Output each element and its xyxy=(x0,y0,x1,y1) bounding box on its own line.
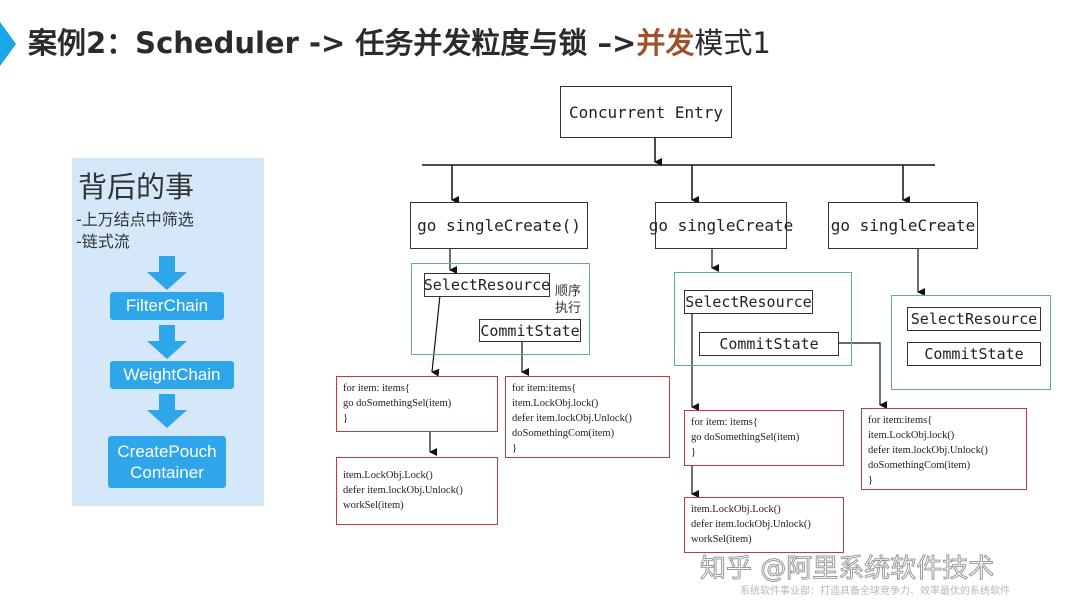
arrow-down-icon xyxy=(147,325,187,359)
arrow-down-icon xyxy=(147,394,187,428)
code-line: defer item.lockObj.Unlock() xyxy=(343,485,463,496)
code-line: workSel(item) xyxy=(343,500,404,511)
code-line: for item: items{ xyxy=(691,417,758,428)
create-box-3: go singleCreate xyxy=(828,202,978,249)
work-code-box-1: item.LockObj.Lock() defer item.lockObj.U… xyxy=(336,457,498,525)
code-line: for item:items{ xyxy=(868,415,933,426)
work-code-box-2: item.LockObj.Lock() defer item.lockObj.U… xyxy=(684,497,844,553)
code-line: defer item.lockObj.Unlock() xyxy=(691,519,811,530)
watermark-sub: 系统软件事业部：打造具备全球竞争力、效率最优的系统软件 xyxy=(740,586,1010,597)
code-line: workSel(item) xyxy=(691,534,752,545)
chain-step-weight: WeightChain xyxy=(110,361,234,389)
branch-2-group xyxy=(674,272,852,366)
branch-3-group xyxy=(891,295,1051,390)
code-line: go doSomethingSel(item) xyxy=(343,398,452,409)
loop-code-box-2: for item: items{ go doSomethingSel(item)… xyxy=(684,410,844,466)
title-main: 案例2：Scheduler -> 任务并发粒度与锁 –> xyxy=(28,26,637,60)
code-line: } xyxy=(691,447,697,458)
code-line: } xyxy=(343,413,349,424)
loop-code-box-1: for item: items{ go doSomethingSel(item)… xyxy=(336,376,498,432)
select-resource-box-2: SelectResource xyxy=(684,290,813,314)
commit-code-box-3: for item:items{ item.LockObj.lock() defe… xyxy=(861,408,1027,490)
create-box-2: go singleCreate xyxy=(649,202,793,249)
order-note-line-2: 执行 xyxy=(555,301,582,316)
order-note: 顺序 执行 xyxy=(555,283,581,317)
select-resource-box-3: SelectResource xyxy=(907,307,1041,331)
code-line: doSomethingCom(item) xyxy=(512,428,615,439)
panel-heading: 背后的事 xyxy=(78,170,195,204)
code-line: item.LockObj.lock() xyxy=(512,398,599,409)
code-line: doSomethingCom(item) xyxy=(868,460,971,471)
background-panel: 背后的事 -上万结点中筛选 -链式流 FilterChain WeightCha… xyxy=(72,158,264,506)
watermark-main: 知乎 @阿里系统软件技术 xyxy=(699,554,995,585)
panel-line-1: -上万结点中筛选 xyxy=(76,210,194,229)
select-resource-box-1: SelectResource xyxy=(424,273,550,297)
order-note-line-1: 顺序 xyxy=(555,284,582,299)
code-line: defer item.lockObj.Unlock() xyxy=(512,413,632,424)
title-tail: 模式1 xyxy=(694,26,771,60)
branch-1-group xyxy=(411,263,590,355)
arrow-down-icon xyxy=(147,256,187,290)
title-bar: 案例2：Scheduler -> 任务并发粒度与锁 –>并发模式1 xyxy=(0,0,1080,86)
chain-step-filter: FilterChain xyxy=(110,292,224,320)
code-line: } xyxy=(512,443,518,454)
code-line: for item: items{ xyxy=(343,383,410,394)
code-line: for item:items{ xyxy=(512,383,577,394)
slide-title: 案例2：Scheduler -> 任务并发粒度与锁 –>并发模式1 xyxy=(28,20,771,62)
commit-state-box-1: CommitState xyxy=(479,319,581,342)
commit-state-box-2: CommitState xyxy=(699,332,839,356)
create-box-1: go singleCreate() xyxy=(410,202,588,249)
code-line: defer item.lockObj.Unlock() xyxy=(868,445,988,456)
title-highlight: 并发 xyxy=(636,26,695,60)
code-line: go doSomethingSel(item) xyxy=(691,432,800,443)
code-line: item.LockObj.Lock() xyxy=(691,504,781,515)
commit-state-box-3: CommitState xyxy=(907,342,1041,366)
title-accent-marker xyxy=(0,22,16,66)
commit-code-box-1: for item:items{ item.LockObj.lock() defe… xyxy=(505,376,670,458)
code-line: item.LockObj.Lock() xyxy=(343,470,433,481)
panel-line-2: -链式流 xyxy=(76,232,130,251)
chain-step-create: CreatePouch Container xyxy=(108,436,226,488)
code-line: } xyxy=(868,475,874,486)
concurrent-entry-box: Concurrent Entry xyxy=(560,86,732,138)
code-line: item.LockObj.lock() xyxy=(868,430,955,441)
